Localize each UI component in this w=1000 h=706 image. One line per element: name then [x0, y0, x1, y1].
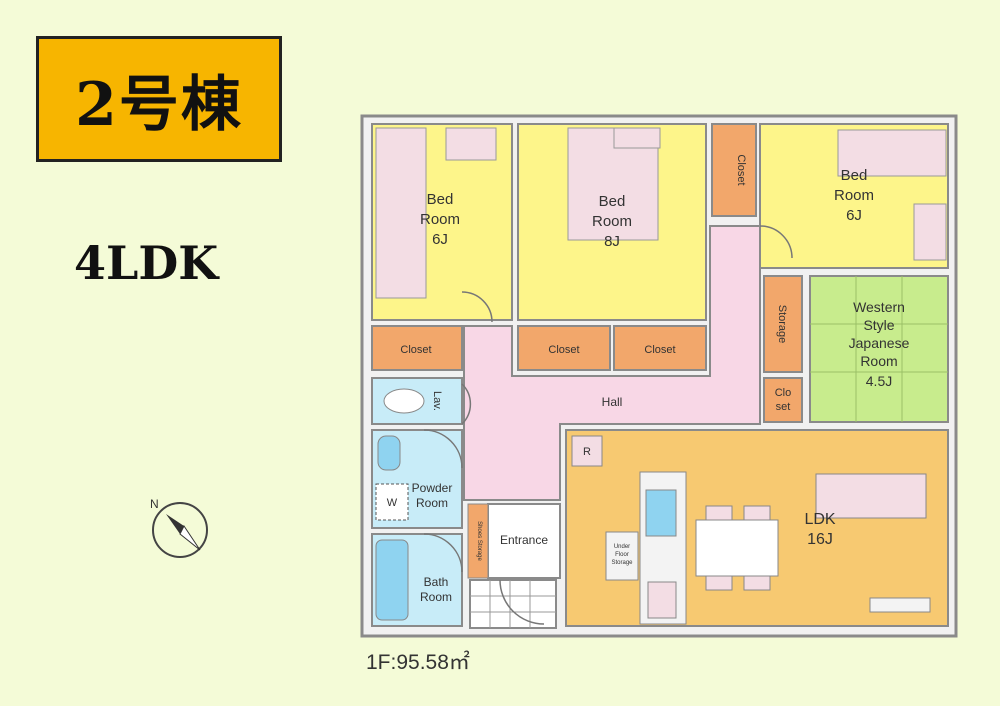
- bedroom-2-size: 8J: [604, 233, 620, 250]
- entrance-label: Entrance: [500, 533, 548, 547]
- ldk-name: LDK: [804, 511, 835, 528]
- under-floor-label-2: Floor: [615, 552, 629, 558]
- bath-room-line-2: Room: [420, 590, 452, 604]
- tv-board: [869, 597, 931, 613]
- compass-icon: N: [150, 497, 208, 558]
- bedroom-1-name: Bed: [427, 191, 454, 208]
- storage: [763, 275, 803, 373]
- under-floor-storage: [605, 531, 639, 581]
- shoes-storage: [467, 503, 489, 579]
- bed-3-furniture: [837, 129, 947, 177]
- washer-label: W: [387, 497, 398, 509]
- under-floor-label-1: Under: [614, 544, 630, 550]
- western-room-line-2: Style: [863, 317, 894, 333]
- sofa: [815, 473, 927, 519]
- layout-type-label: 4LDK: [74, 236, 219, 290]
- front-door: [499, 579, 545, 625]
- closet-small: [763, 377, 803, 423]
- bedroom-3-name-2: Room: [834, 187, 874, 204]
- washbasin-icon: [377, 435, 401, 471]
- entrance: [487, 503, 561, 579]
- closet-3: [613, 325, 707, 371]
- powder-room-line-1: Powder: [412, 481, 453, 495]
- door-powder-room: [423, 429, 463, 469]
- refrigerator-label: R: [583, 446, 591, 458]
- closet-3-label: Closet: [644, 344, 675, 356]
- desk-1-furniture: [445, 127, 497, 161]
- door-bedroom-1: [461, 291, 493, 323]
- closet-small-label-1: Clo: [775, 387, 792, 399]
- powder-room-line-2: Room: [416, 496, 448, 510]
- floor-area-label: 1F:95.58㎡: [366, 651, 470, 674]
- lavatory-label: Lav.: [431, 391, 443, 411]
- kitchen-sink: [645, 489, 677, 537]
- bedroom-3-name: Bed: [841, 167, 868, 184]
- western-style-japanese-room: [809, 275, 949, 423]
- door-bedroom-3: [759, 225, 793, 259]
- toilet-icon: [383, 388, 425, 414]
- porch-tiles: [469, 579, 557, 629]
- building-number-badge: 2号棟: [36, 36, 282, 162]
- storage-label: Storage: [776, 305, 788, 344]
- hall-label: Hall: [602, 395, 623, 409]
- washer-space: [375, 483, 409, 521]
- compass-north-label: N: [150, 497, 159, 511]
- bed-1-furniture: [375, 127, 427, 299]
- western-room-size: 4.5J: [866, 373, 892, 389]
- desk-2-furniture: [613, 127, 661, 149]
- western-room-line-3: Japanese: [849, 335, 910, 351]
- bathtub-icon: [375, 539, 409, 621]
- refrigerator-space: [571, 435, 603, 467]
- door-lavatory: [461, 383, 472, 425]
- bedroom-1-name-2: Room: [420, 211, 460, 228]
- bath-room-line-1: Bath: [424, 575, 449, 589]
- under-floor-label-3: Storage: [611, 560, 633, 566]
- closet-small-label-2: set: [776, 401, 791, 413]
- closet-1: [371, 325, 463, 371]
- stove-icon: [647, 581, 677, 619]
- closet-1-label: Closet: [400, 344, 431, 356]
- bedroom-3-size: 6J: [846, 207, 862, 224]
- bed-2-furniture: [567, 127, 659, 241]
- bedroom-1-size: 6J: [432, 231, 448, 248]
- desk-3-furniture: [913, 203, 947, 261]
- closet-2: [517, 325, 611, 371]
- bedroom-2-name-2: Room: [592, 213, 632, 230]
- closet-top: [711, 123, 757, 217]
- bedroom-2-name: Bed: [599, 193, 626, 210]
- closet-top-label: Closet: [735, 154, 747, 185]
- ldk-size: 16J: [807, 531, 833, 548]
- dining-table: [695, 519, 779, 577]
- door-bath-room: [423, 533, 463, 573]
- shoes-storage-label: Shoes Storage: [476, 521, 482, 561]
- western-room-line-4: Room: [860, 353, 897, 369]
- closet-2-label: Closet: [548, 344, 579, 356]
- western-room-line-1: Western: [853, 299, 905, 315]
